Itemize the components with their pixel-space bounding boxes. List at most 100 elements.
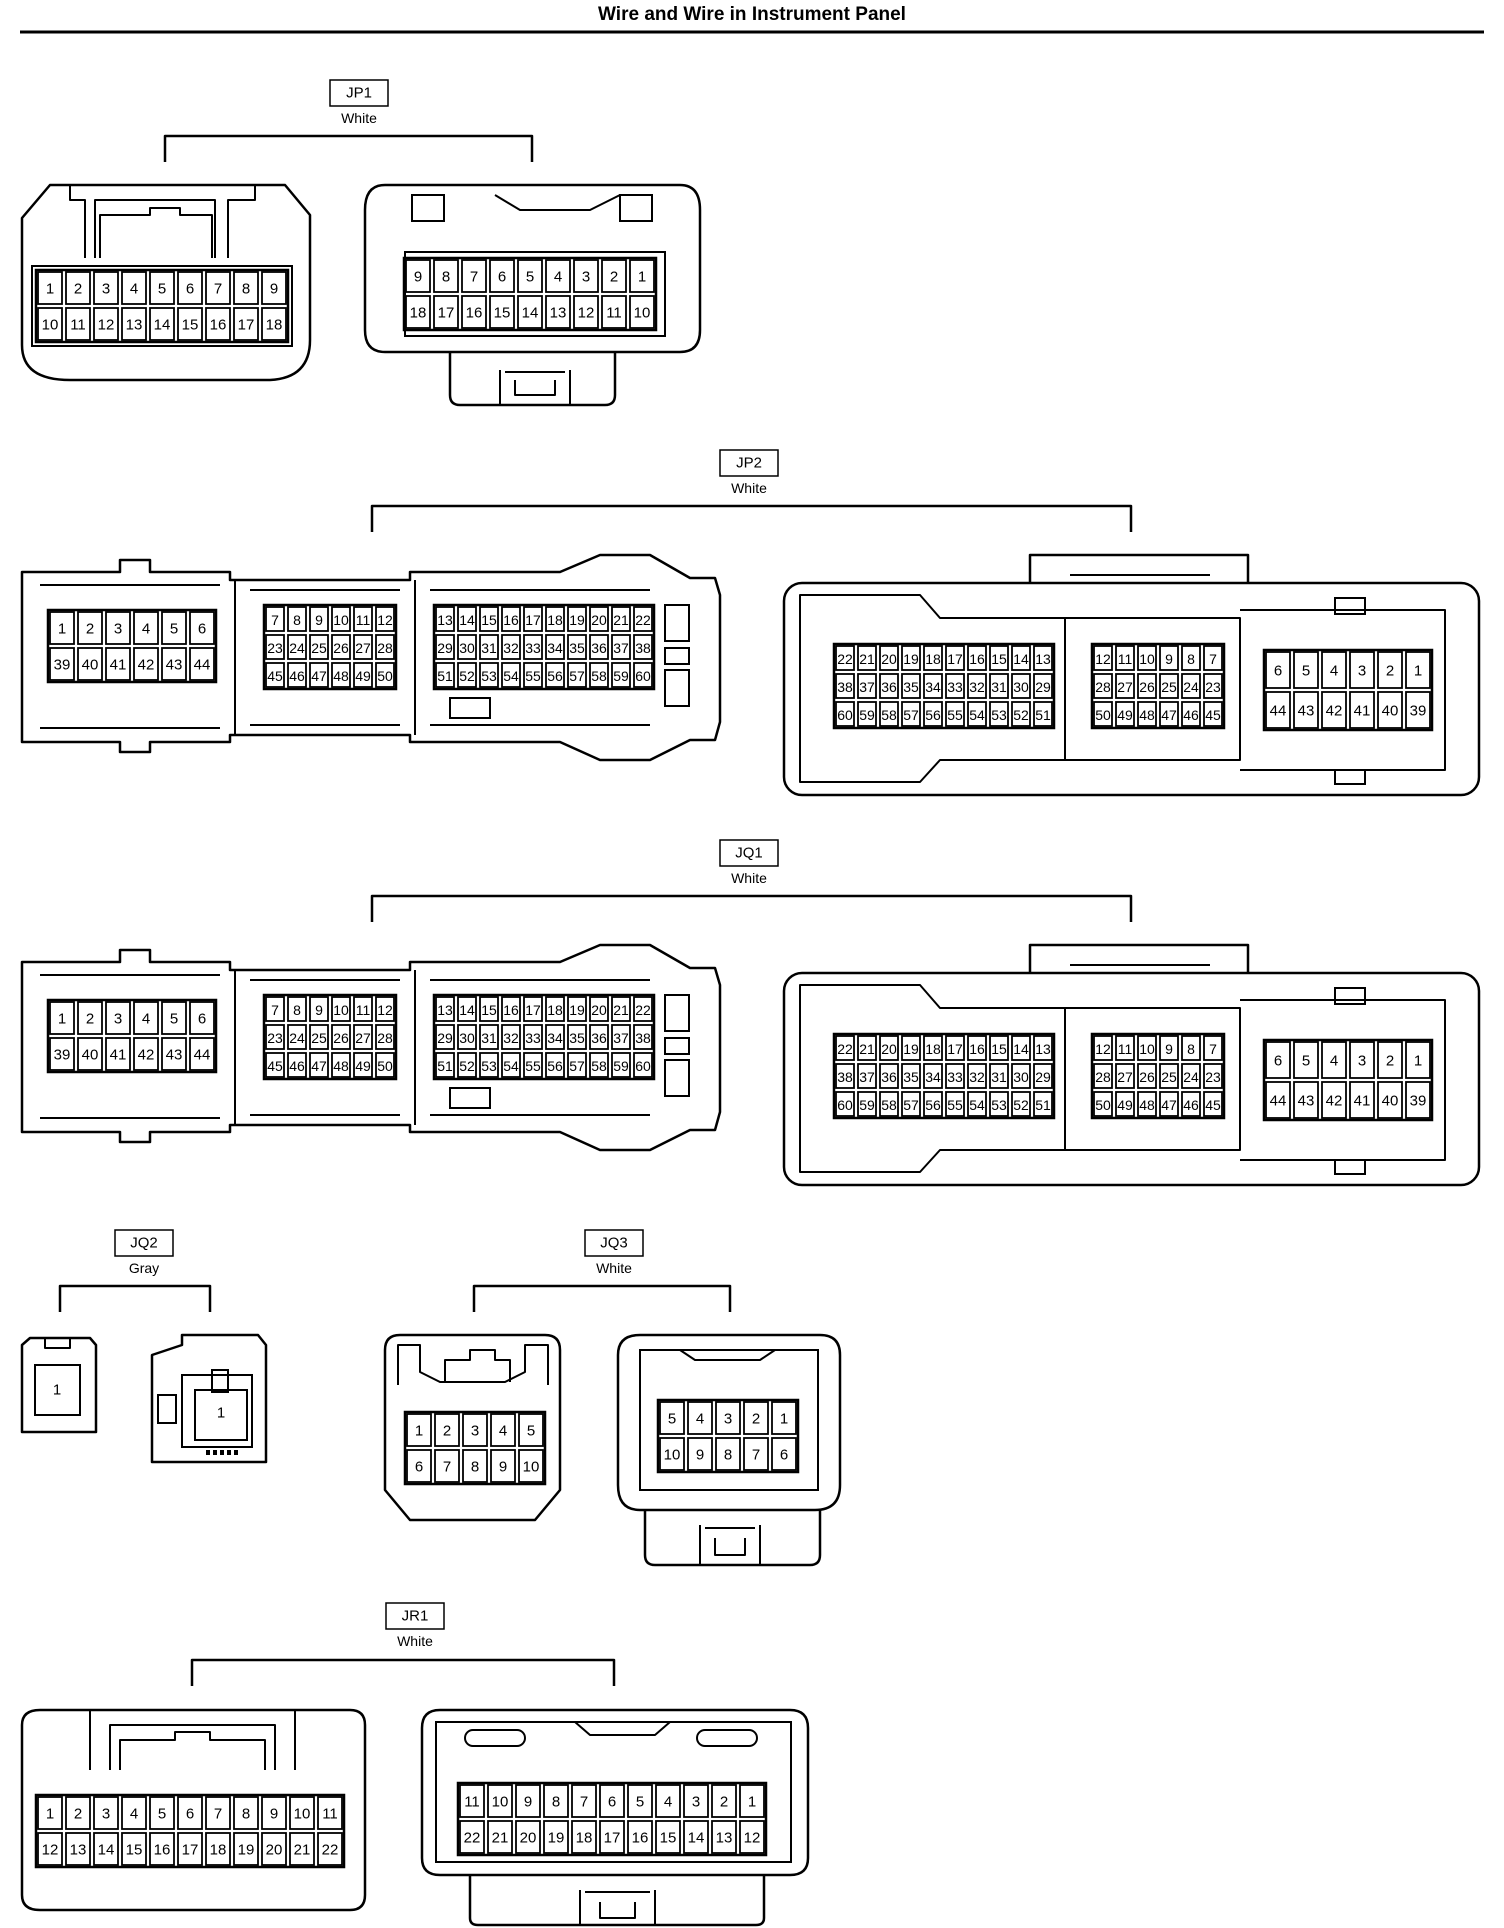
pin-cell xyxy=(1293,651,1319,689)
pin-label: 2 xyxy=(74,1806,82,1823)
connector-id: JQ2 xyxy=(130,1235,158,1252)
pin-cell xyxy=(857,1091,877,1117)
pin-cell xyxy=(487,1820,513,1854)
pin-cell xyxy=(1181,701,1201,727)
pin-cell xyxy=(459,1820,485,1854)
pin-label: 6 xyxy=(415,1459,423,1476)
pin-label: 4 xyxy=(696,1411,704,1428)
pin-label: 4 xyxy=(499,1423,507,1440)
large-right-housing xyxy=(782,581,1481,797)
pin-label: 39 xyxy=(54,657,71,674)
pin-cell xyxy=(261,1796,287,1830)
pin-label: 52 xyxy=(1013,1097,1029,1113)
pin-cell xyxy=(1093,673,1113,699)
pin-label: 14 xyxy=(154,317,171,334)
pin-cell xyxy=(627,1784,653,1818)
pin-label: 3 xyxy=(1358,663,1366,680)
pin-label: 19 xyxy=(903,651,919,667)
pin-label: 2 xyxy=(752,1411,760,1428)
pin-label: 48 xyxy=(333,1058,349,1074)
pin-label: 38 xyxy=(837,679,853,695)
connector-color: White xyxy=(731,480,767,496)
pin-label: 7 xyxy=(1209,651,1217,667)
pin-cell xyxy=(1349,691,1375,729)
bracket-line xyxy=(58,1284,212,1312)
pin-label: 17 xyxy=(438,305,455,322)
pin-cell xyxy=(857,701,877,727)
pin-cell xyxy=(375,662,395,688)
pin-label: 12 xyxy=(744,1830,761,1847)
pin-label: 33 xyxy=(525,1030,541,1046)
pin-cell xyxy=(1159,1063,1179,1089)
pin-label: 15 xyxy=(991,651,1007,667)
pin-label: 4 xyxy=(1330,1053,1338,1070)
pin-cell xyxy=(105,647,131,681)
jq2-left-latch xyxy=(44,1338,71,1349)
jr1-right-frame xyxy=(435,1721,792,1863)
pin-label: 44 xyxy=(194,657,211,674)
pin-cell xyxy=(457,996,477,1022)
housing-slot xyxy=(664,647,690,665)
pin-cell xyxy=(490,1449,516,1483)
pin-label: 26 xyxy=(333,1030,349,1046)
pin-label: 2 xyxy=(86,1011,94,1028)
pin-label: 50 xyxy=(1095,707,1111,723)
pin-label: 37 xyxy=(613,640,629,656)
pin-cell xyxy=(1033,645,1053,671)
pin-cell xyxy=(601,295,627,329)
pin-grid xyxy=(262,603,398,691)
pin-cell xyxy=(287,662,307,688)
pin-label: 6 xyxy=(608,1794,616,1811)
pin-label: 4 xyxy=(1330,663,1338,680)
pin-cell xyxy=(1377,1041,1403,1079)
pin-cell xyxy=(34,1364,81,1416)
pin-cell xyxy=(835,673,855,699)
pin-label: 8 xyxy=(242,1806,250,1823)
pin-cell xyxy=(1093,701,1113,727)
pin-label: 16 xyxy=(503,1002,519,1018)
pin-cell xyxy=(49,611,75,645)
pin-cell xyxy=(901,1035,921,1061)
pin-cell xyxy=(309,1052,329,1078)
pin-cell xyxy=(177,1796,203,1830)
pin-cell xyxy=(261,1832,287,1866)
pin-cell xyxy=(105,611,131,645)
pin-cell xyxy=(1405,691,1431,729)
jp1-left-housing xyxy=(20,183,312,382)
pin-cell xyxy=(353,996,373,1022)
pin-cell xyxy=(457,662,477,688)
pin-label: 15 xyxy=(660,1830,677,1847)
pin-cell xyxy=(633,662,653,688)
pin-label: 41 xyxy=(1354,1093,1371,1110)
pin-cell xyxy=(1203,1035,1223,1061)
pin-cell xyxy=(1405,1041,1431,1079)
pin-label: 21 xyxy=(294,1842,311,1859)
pin-cell xyxy=(287,1024,307,1050)
pin-label: 39 xyxy=(54,1047,71,1064)
pin-cell xyxy=(261,271,287,305)
pin-label: 28 xyxy=(1095,1069,1111,1085)
pin-label: 41 xyxy=(110,1047,127,1064)
pin-cell xyxy=(435,1052,455,1078)
pin-label: 18 xyxy=(410,305,427,322)
pin-label: 20 xyxy=(881,1041,897,1057)
pin-label: 60 xyxy=(635,1058,651,1074)
pin-label: 47 xyxy=(1161,707,1177,723)
pin-label: 54 xyxy=(969,707,985,723)
pin-label: 3 xyxy=(471,1423,479,1440)
pin-cell xyxy=(149,271,175,305)
jq2-right-pin-dot xyxy=(234,1450,238,1455)
pin-cell xyxy=(105,1001,131,1035)
pin-cell xyxy=(901,701,921,727)
jp1-right-notch xyxy=(411,194,445,222)
pin-cell xyxy=(77,1001,103,1035)
pin-label: 36 xyxy=(591,1030,607,1046)
pin-cell xyxy=(923,673,943,699)
pin-cell xyxy=(629,259,655,293)
jp1-right-tail xyxy=(448,352,617,407)
pin-cell xyxy=(1093,1035,1113,1061)
pin-cell xyxy=(265,1024,285,1050)
pin-label: 10 xyxy=(1139,651,1155,667)
pin-cell xyxy=(435,662,455,688)
large-right-top xyxy=(1028,943,1250,973)
